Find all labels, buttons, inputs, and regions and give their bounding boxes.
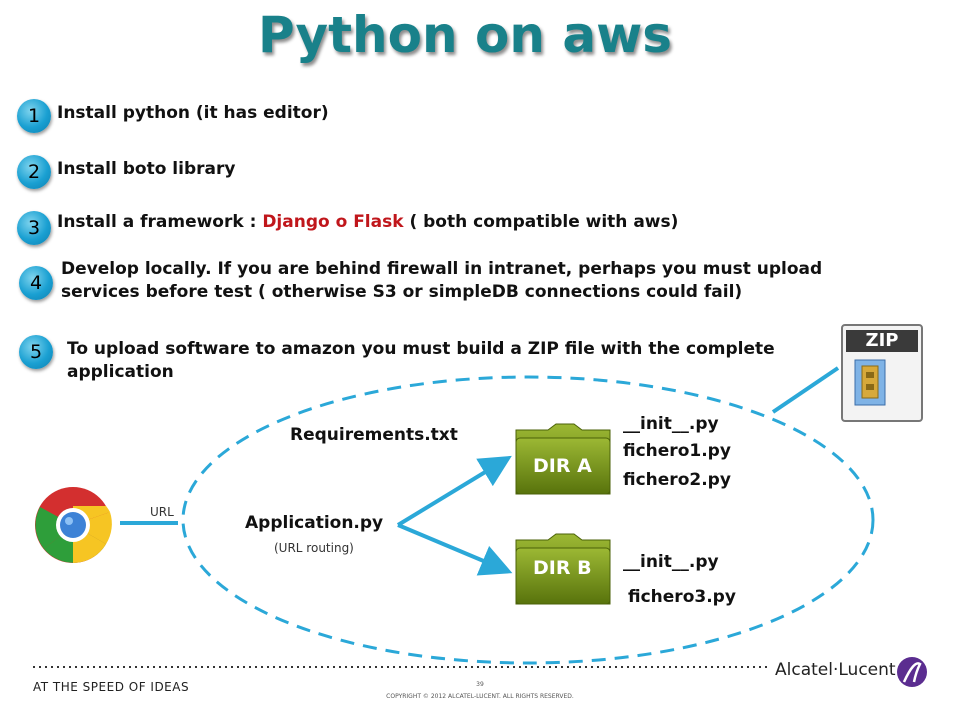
dir-b-label: DIR B [533, 557, 592, 579]
step-5-line-1: To upload software to amazon you must bu… [67, 339, 775, 359]
dir-b-file-2: fichero3.py [628, 587, 736, 607]
step-5-line-2: application [67, 362, 174, 382]
step-1-text: Install python (it has editor) [57, 103, 329, 123]
step-3-text-before: Install a framework : [57, 212, 263, 232]
dir-a-file-3: fichero2.py [623, 470, 731, 490]
page-title: Python on aws [257, 6, 673, 64]
step-5-badge: 5 [19, 335, 53, 369]
step-3-text: Install a framework : Django o Flask ( b… [57, 210, 678, 234]
footer-brand: Alcatel·Lucent [775, 660, 896, 680]
step-4-line-2: services before test ( otherwise S3 or s… [61, 282, 743, 302]
step-4-line-1: Develop locally. If you are behind firew… [61, 259, 823, 279]
zip-connector-line [771, 366, 840, 414]
step-2-badge: 2 [17, 155, 51, 189]
dir-a-file-1: __init__.py [623, 414, 719, 434]
step-1-badge: 1 [17, 99, 51, 133]
zip-label: ZIP [865, 330, 899, 351]
footer-copyright: COPYRIGHT © 2012 ALCATEL-LUCENT. ALL RIG… [386, 693, 574, 700]
dir-b-folder-icon [515, 533, 611, 605]
step-3-text-after: ( both compatible with aws) [403, 212, 679, 232]
chrome-browser-icon [35, 487, 112, 564]
dir-a-folder-icon [515, 423, 611, 495]
dir-a-label: DIR A [533, 455, 592, 477]
url-routing-label: (URL routing) [274, 541, 354, 555]
requirements-file-label: Requirements.txt [290, 425, 458, 445]
zip-archive-icon [841, 324, 923, 422]
step-3-badge: 3 [17, 211, 51, 245]
dir-a-file-2: fichero1.py [623, 441, 731, 461]
step-3-highlight: Django o Flask [262, 212, 404, 232]
step-4-badge: 4 [19, 266, 53, 300]
arrow-to-dir-b [397, 523, 513, 576]
footer-page-number: 39 [476, 681, 484, 688]
step-2-text: Install boto library [57, 159, 236, 179]
alcatel-lucent-logo-icon [897, 657, 927, 687]
dir-b-file-1: __init__.py [623, 552, 719, 572]
arrow-to-dir-a [396, 455, 512, 527]
application-file-label: Application.py [245, 513, 384, 533]
url-label: URL [150, 505, 174, 519]
app-boundary-ellipse [181, 375, 875, 665]
footer-tagline: AT THE SPEED OF IDEAS [33, 680, 190, 694]
